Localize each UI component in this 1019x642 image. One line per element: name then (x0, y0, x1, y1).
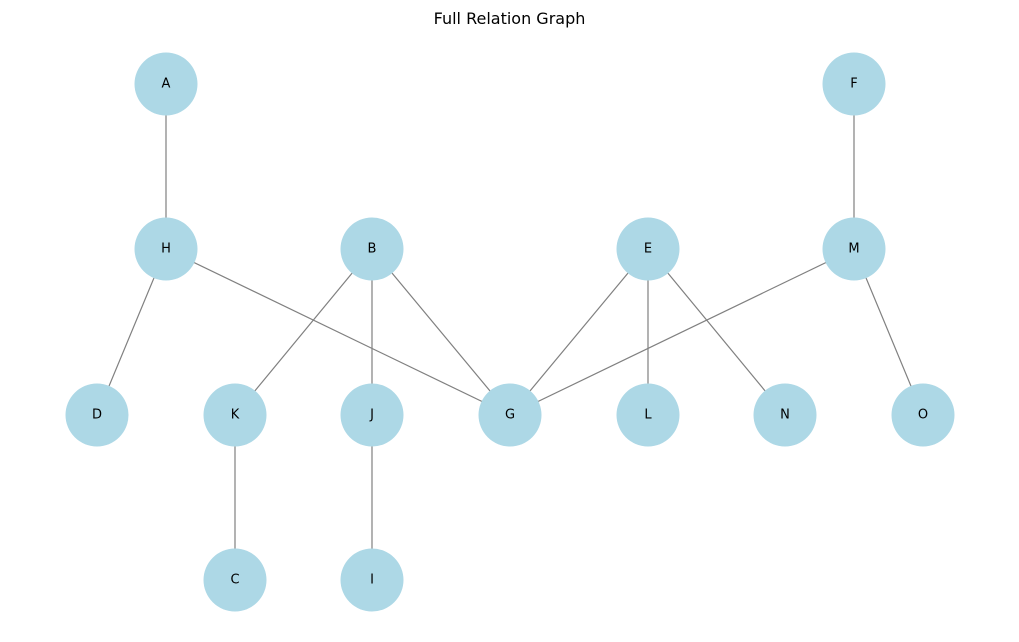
edge-e-g (509, 248, 649, 416)
edge-h-g (165, 248, 511, 416)
node-label: N (780, 408, 790, 423)
node-h: H (134, 217, 198, 281)
edge-m-g (509, 248, 855, 416)
node-f: F (822, 52, 886, 116)
node-o: O (891, 383, 955, 447)
nodes-layer: A B C D E F G H I J K L M N O (65, 52, 955, 612)
edge-b-g (371, 248, 511, 416)
node-label: A (162, 77, 171, 92)
node-i: I (340, 548, 404, 612)
node-e: E (616, 217, 680, 281)
edge-b-k (234, 248, 373, 416)
node-label: F (850, 77, 857, 92)
node-l: L (616, 383, 680, 447)
node-label: K (231, 408, 240, 423)
node-circle (65, 383, 129, 447)
node-c: C (203, 548, 267, 612)
node-label: D (92, 408, 102, 423)
node-circle (203, 383, 267, 447)
node-circle (891, 383, 955, 447)
node-circle (203, 548, 267, 612)
node-circle (340, 548, 404, 612)
node-label: M (848, 242, 859, 257)
node-k: K (203, 383, 267, 447)
edges-layer (96, 84, 924, 580)
node-circle (340, 217, 404, 281)
node-g: G (478, 383, 542, 447)
node-b: B (340, 217, 404, 281)
node-circle (753, 383, 817, 447)
node-label: L (644, 408, 652, 423)
node-circle (134, 52, 198, 116)
edge-e-n (647, 248, 786, 416)
node-circle (822, 217, 886, 281)
node-circle (478, 383, 542, 447)
node-label: B (368, 242, 377, 257)
node-circle (616, 217, 680, 281)
node-circle (134, 217, 198, 281)
node-label: E (644, 242, 652, 257)
node-j: J (340, 383, 404, 447)
node-label: H (161, 242, 171, 257)
node-label: I (370, 573, 374, 588)
node-d: D (65, 383, 129, 447)
graph-title: Full Relation Graph (434, 9, 586, 28)
node-circle (616, 383, 680, 447)
node-label: O (918, 408, 928, 423)
node-a: A (134, 52, 198, 116)
node-m: M (822, 217, 886, 281)
node-label: J (369, 408, 374, 423)
node-label: C (230, 573, 239, 588)
node-label: G (505, 408, 515, 423)
node-n: N (753, 383, 817, 447)
node-circle (340, 383, 404, 447)
node-circle (822, 52, 886, 116)
